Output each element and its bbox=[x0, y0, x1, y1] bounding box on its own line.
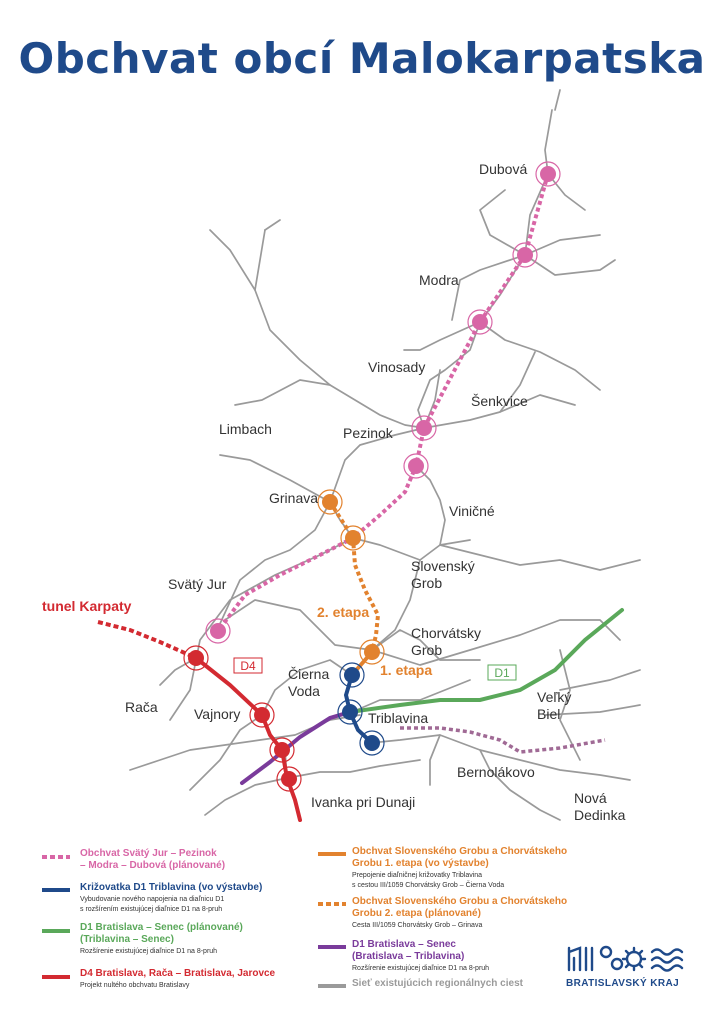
label-limbach: Limbach bbox=[219, 421, 272, 437]
legend-purple-swatch bbox=[318, 945, 346, 949]
d4-shield bbox=[233, 657, 263, 674]
legend-orange-title1: Obchvat Slovenského Grobu a Chorvátskeho bbox=[352, 846, 568, 857]
label-grinava: Grinava bbox=[269, 490, 318, 506]
legend-pink-title1: Obchvat Svätý Jur – Pezinok bbox=[80, 848, 217, 859]
d4-route bbox=[194, 656, 302, 822]
route-nodes bbox=[183, 161, 561, 792]
legend-orange2-title2: Grobu 2. etapa (plánované) bbox=[352, 908, 481, 919]
node-pezinok-south bbox=[403, 453, 429, 479]
d4-tunnel-route bbox=[97, 620, 197, 660]
legend-pink: Obchvat Svätý Jur – Pezinok – Modra – Du… bbox=[80, 848, 225, 872]
logo-text: BRATISLAVSKÝ KRAJ bbox=[566, 978, 680, 989]
label-cierna: Čierna bbox=[288, 666, 329, 682]
legend-orange: Obchvat Slovenského Grobu a Chorvátskeho… bbox=[352, 846, 567, 890]
legend-orange-swatch bbox=[318, 852, 346, 856]
label-vinicne: Viničné bbox=[449, 503, 495, 519]
legend-green: D1 Bratislava – Senec (plánované) (Tribl… bbox=[80, 922, 243, 956]
label-dubova: Dubová bbox=[479, 161, 527, 177]
legend-orange2-swatch bbox=[318, 902, 346, 906]
legend-pink-swatch bbox=[42, 855, 70, 859]
legend-green-title1: D1 Bratislava – Senec (plánované) bbox=[80, 922, 243, 933]
node-triblavina-south bbox=[359, 730, 385, 756]
legend-red: D4 Bratislava, Rača – Bratislava, Jarovc… bbox=[80, 968, 275, 990]
label-grob2: Grob bbox=[411, 642, 442, 658]
label-etapa1: 1. etapa bbox=[380, 662, 432, 678]
legend-purple-title2: (Bratislava – Triblavina) bbox=[352, 951, 465, 962]
label-tunel-karpaty: tunel Karpaty bbox=[42, 598, 132, 614]
node-raca bbox=[183, 645, 209, 671]
legend-purple-title1: D1 Bratislava – Senec bbox=[352, 939, 456, 950]
d1-triblavina-senec-route bbox=[348, 608, 624, 714]
legend-gray: Sieť existujúcich regionálnych ciest bbox=[352, 978, 523, 990]
legend-orange-title2: Grobu 1. etapa (vo výstavbe) bbox=[352, 858, 489, 869]
label-velky: Veľký bbox=[537, 689, 571, 705]
label-pezinok: Pezinok bbox=[343, 425, 394, 441]
label-raca: Rača bbox=[125, 699, 158, 715]
d1-shield bbox=[487, 664, 517, 681]
d1-bratislava-triblavina-route bbox=[240, 710, 352, 785]
label-svaty-jur: Svätý Jur bbox=[168, 576, 227, 592]
legend-orange2: Obchvat Slovenského Grobu a Chorvátskeho… bbox=[352, 896, 567, 930]
label-voda: Voda bbox=[288, 683, 320, 699]
label-chorvatsky: Chorvátsky bbox=[411, 625, 481, 641]
legend-blue-swatch bbox=[42, 888, 70, 892]
legend-gray-swatch bbox=[318, 984, 346, 988]
node-triblavina bbox=[337, 699, 363, 725]
label-biel: Biel bbox=[537, 706, 560, 722]
legend-green-desc1: Rozšírenie existujúcej diaľnice D1 na 8-… bbox=[80, 948, 218, 955]
label-triblavina: Triblavina bbox=[368, 710, 428, 726]
label-grob: Grob bbox=[411, 575, 442, 591]
label-bernolakovo: Bernolákovo bbox=[457, 764, 535, 780]
bratislava-kraj-logo-icon bbox=[567, 945, 684, 972]
legend-blue-title1: Križovatka D1 Triblavina (vo výstavbe) bbox=[80, 882, 263, 893]
node-grinava bbox=[317, 489, 343, 515]
node-svaty-jur bbox=[205, 618, 231, 644]
d4-shield-label: D4 bbox=[240, 659, 256, 673]
legend-pink-title2: – Modra – Dubová (plánované) bbox=[80, 860, 226, 871]
label-slovensky: Slovenský bbox=[411, 558, 475, 574]
legend-orange2-desc1: Cesta III/1059 Chorvátsky Grob – Grinava bbox=[352, 922, 483, 929]
orange-etapa2-route bbox=[328, 500, 381, 653]
legend-blue-desc2: s rozšírením existujúcej diaľnice D1 na … bbox=[80, 906, 223, 913]
node-d4-d1 bbox=[269, 737, 295, 763]
legend-orange2-title1: Obchvat Slovenského Grobu a Chorvátskeho bbox=[352, 896, 568, 907]
legend-purple-desc1: Rozšírenie existujúcej diaľnice D1 na 8-… bbox=[352, 965, 490, 972]
node-modra bbox=[512, 242, 538, 268]
label-ivanka: Ivanka pri Dunaji bbox=[311, 794, 415, 810]
label-dedinka: Dedinka bbox=[574, 807, 626, 823]
label-etapa2: 2. etapa bbox=[317, 604, 369, 620]
planned-east-route bbox=[400, 726, 606, 754]
node-grinava-south bbox=[340, 525, 366, 551]
legend-purple: D1 Bratislava – Senec (Bratislava – Trib… bbox=[352, 939, 489, 973]
legend-green-title2: (Triblavina – Senec) bbox=[80, 934, 174, 945]
label-nova: Nová bbox=[574, 790, 607, 806]
node-pezinok bbox=[411, 415, 437, 441]
page-title: Obchvat obcí Malokarpatska bbox=[18, 34, 706, 83]
regional-roads bbox=[129, 89, 641, 821]
d1-shield-label: D1 bbox=[494, 666, 510, 680]
legend-orange-desc2: s cestou III/1059 Chorvátsky Grob – Čier… bbox=[352, 882, 505, 889]
legend-red-title1: D4 Bratislava, Rača – Bratislava, Jarovc… bbox=[80, 968, 276, 979]
legend-blue-desc1: Vybudovanie nového napojenia na diaľnicu… bbox=[80, 896, 225, 903]
label-modra: Modra bbox=[419, 272, 459, 288]
legend-red-swatch bbox=[42, 975, 70, 979]
legend-red-desc1: Projekt nultého obchvatu Bratislavy bbox=[80, 982, 190, 989]
node-chorvatsky bbox=[359, 639, 385, 665]
label-senkvice: Šenkvice bbox=[471, 393, 528, 409]
legend-green-swatch bbox=[42, 929, 70, 933]
node-dubova bbox=[535, 161, 561, 187]
legend-gray-title1: Sieť existujúcich regionálnych ciest bbox=[352, 978, 523, 989]
node-vajnory bbox=[249, 702, 275, 728]
node-vinosady bbox=[467, 309, 493, 335]
node-cierna-voda bbox=[339, 662, 365, 688]
legend-orange-desc1: Prepojenie diaľničnej križovatky Triblav… bbox=[352, 872, 483, 879]
label-vajnory: Vajnory bbox=[194, 706, 240, 722]
label-vinosady: Vinosady bbox=[368, 359, 425, 375]
legend-blue: Križovatka D1 Triblavina (vo výstavbe) V… bbox=[80, 882, 262, 914]
node-ivanka bbox=[276, 766, 302, 792]
